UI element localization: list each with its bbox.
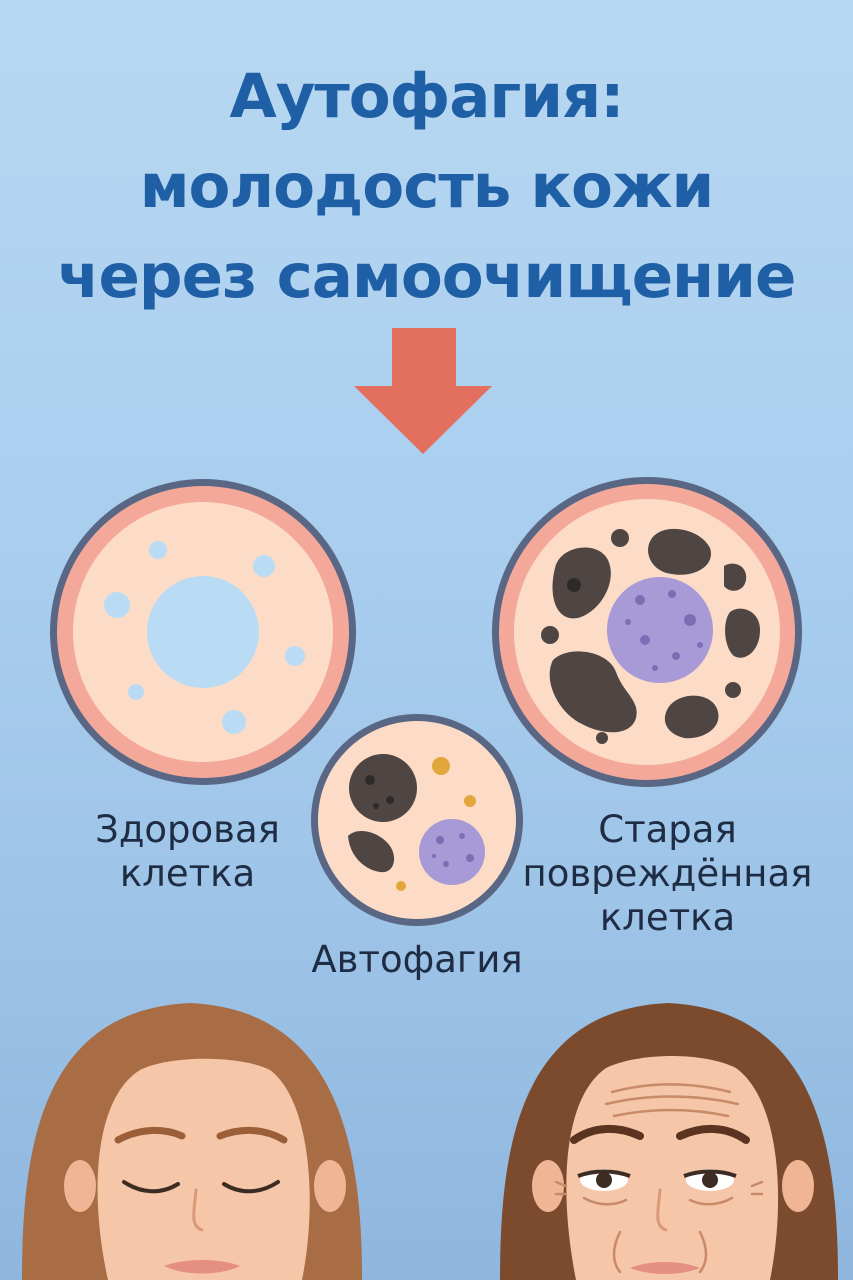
- page-title: Аутофагия: молодость кожи через самоочищ…: [0, 52, 853, 322]
- title-line-2: молодость кожи: [139, 151, 715, 222]
- damaged-nucleus: [607, 577, 713, 683]
- autophagy-label-text: Автофагия: [311, 938, 523, 981]
- healthy-label-line-1: Здоровая: [95, 808, 280, 851]
- tired-eye-icon: [683, 1169, 737, 1191]
- damaged-cell: [492, 477, 802, 787]
- old-label-line-1: Старая: [598, 808, 737, 851]
- forehead-wrinkles: [604, 1083, 740, 1118]
- autophagy-label: Автофагия: [290, 938, 544, 982]
- closed-eye-icon: [222, 1180, 280, 1194]
- damaged-cell-label: Старая повреждённая клетка: [505, 808, 830, 940]
- healthy-label-line-2: клетка: [119, 852, 256, 895]
- down-arrow-icon: [354, 328, 492, 454]
- cell-debris: [541, 528, 760, 744]
- autophagy-cell: [311, 714, 523, 926]
- closed-eye-icon: [122, 1180, 180, 1194]
- young-face: [22, 1003, 362, 1280]
- title-line-3: через самоочищение: [57, 241, 797, 312]
- old-face: [500, 1003, 838, 1280]
- healthy-cell-label: Здоровая клетка: [70, 808, 305, 896]
- title-line-1: Аутофагия:: [229, 61, 624, 132]
- old-label-line-3: клетка: [599, 896, 736, 939]
- healthy-nucleus: [147, 576, 259, 688]
- old-label-line-2: повреждённая: [522, 852, 813, 895]
- healthy-cell: [50, 479, 356, 785]
- tired-eye-icon: [577, 1169, 631, 1191]
